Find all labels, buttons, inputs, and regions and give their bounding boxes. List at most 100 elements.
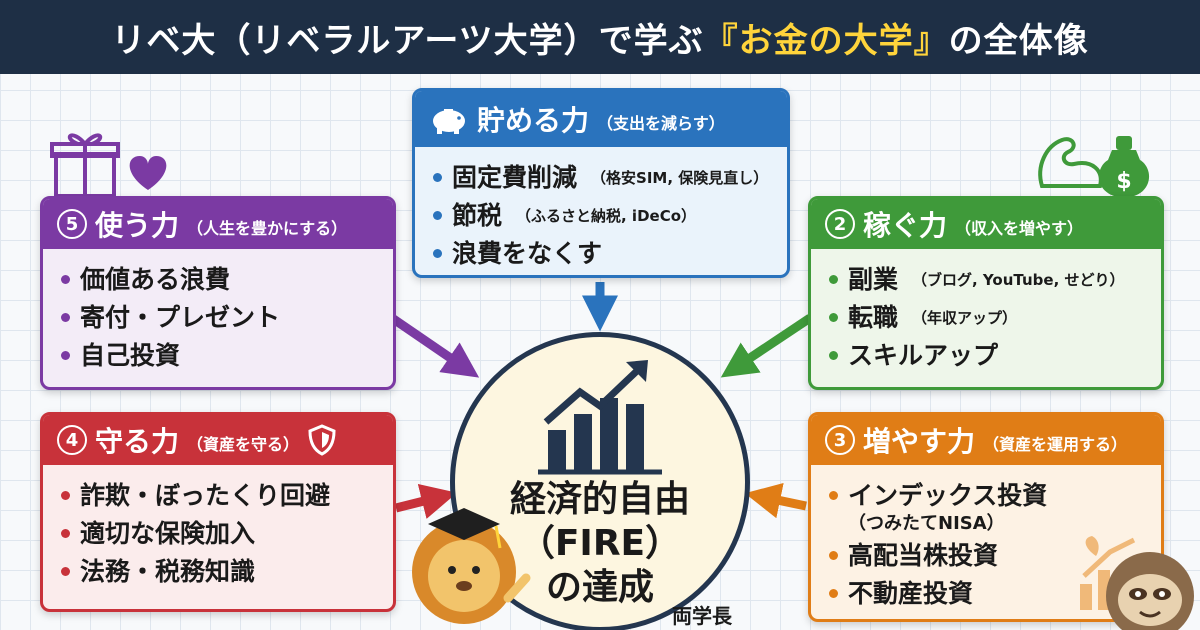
list-item: 副業 （ブログ, YouTube, せどり）	[829, 263, 1143, 297]
card-earn-subtitle: （収入を増やす）	[955, 219, 1084, 238]
list-item: 法務・税務知識	[61, 555, 375, 589]
list-item: 寄付・プレゼント	[61, 301, 375, 335]
list-item: 高配当株投資	[829, 539, 1143, 573]
card-use-subtitle: （人生を豊かにする）	[187, 219, 348, 238]
card-earn-list: 副業 （ブログ, YouTube, せどり） 転職 （年収アップ） スキルアップ	[811, 249, 1161, 387]
card-save-header: 貯める力 （支出を減らす）	[415, 91, 787, 147]
list-item: スキルアップ	[829, 339, 1143, 373]
list-item: 浪費をなくす	[433, 237, 769, 271]
card-grow-list: インデックス投資 （つみたてNISA） 高配当株投資 不動産投資	[811, 465, 1161, 619]
arrow-protect-to-center	[394, 483, 458, 519]
piggy-bank-icon	[433, 109, 465, 134]
card-protect-subtitle: （資産を守る）	[187, 435, 300, 454]
title-bracket-close: 』	[913, 20, 949, 61]
list-item: 固定費削減 （格安SIM, 保険見直し）	[433, 161, 769, 195]
center-line-3: の達成	[545, 567, 654, 608]
bar-chart-icon	[538, 360, 662, 475]
item-main: 自己投資	[80, 341, 181, 370]
item-sub: （格安SIM, 保険見直し）	[591, 169, 769, 187]
card-protect-power: 4 守る力 （資産を守る） 詐欺・ぼったくり回避 適切な保険加入 法務・税務知識	[40, 412, 396, 612]
item-main: 副業	[848, 265, 899, 294]
item-main: 寄付・プレゼント	[80, 303, 281, 332]
item-main: 詐欺・ぼったくり回避	[80, 481, 331, 510]
page-title: リベ大（リベラルアーツ大学）で学ぶ『お金の大学』の全体像	[0, 0, 1200, 74]
card-grow-number: 3	[825, 425, 855, 455]
list-item: 適切な保険加入	[61, 517, 375, 551]
item-main: 節税	[452, 201, 503, 230]
card-protect-title: 守る力	[95, 425, 180, 458]
card-earn-number: 2	[825, 209, 855, 239]
item-main: 転職	[848, 303, 899, 332]
card-use-header: 5 使う力 （人生を豊かにする）	[43, 199, 393, 249]
bullet	[61, 491, 70, 500]
credit-label: 両学長	[672, 604, 732, 628]
money-bag-icon: $	[1098, 136, 1150, 198]
card-grow-header: 3 増やす力 （資産を運用する）	[811, 415, 1161, 465]
item-main: 適切な保険加入	[80, 519, 256, 548]
card-protect-header: 4 守る力 （資産を守る）	[43, 415, 393, 465]
item-sub: （つみたてNISA）	[848, 513, 1005, 534]
bullet	[829, 351, 838, 360]
center-line-1: 経済的自由	[509, 479, 690, 520]
bullet	[829, 491, 838, 500]
bullet	[61, 529, 70, 538]
svg-text:$: $	[1116, 169, 1131, 194]
card-earn-power: 2 稼ぐ力 （収入を増やす） 副業 （ブログ, YouTube, せどり） 転職 （…	[808, 196, 1164, 390]
bullet	[61, 351, 70, 360]
card-grow-title: 増やす力	[863, 425, 976, 458]
heart-icon	[129, 156, 167, 190]
bullet	[61, 275, 70, 284]
item-sub: （ブログ, YouTube, せどり）	[912, 271, 1125, 289]
arrow-grow-to-center	[744, 482, 807, 519]
bullet	[433, 211, 442, 220]
item-main: 不動産投資	[848, 579, 974, 608]
bullet	[829, 589, 838, 598]
card-save-subtitle: （支出を減らす）	[597, 114, 725, 133]
item-main: インデックス投資	[848, 481, 1048, 510]
title-highlight: お金の大学	[738, 20, 914, 61]
card-save-title: 貯める力	[477, 104, 590, 137]
card-earn-header: 2 稼ぐ力 （収入を増やす）	[811, 199, 1161, 249]
card-protect-list: 詐欺・ぼったくり回避 適切な保険加入 法務・税務知識	[43, 465, 393, 603]
card-use-list: 価値ある浪費 寄付・プレゼント 自己投資	[43, 249, 393, 387]
list-item: 価値ある浪費	[61, 263, 375, 297]
muscle-arm-icon	[1038, 137, 1103, 188]
item-main: 価値ある浪費	[80, 265, 231, 294]
list-item: 詐欺・ぼったくり回避	[61, 479, 375, 513]
center-goal-label: 経済的自由 （FIRE） の達成	[470, 478, 730, 610]
list-item: 転職 （年収アップ）	[829, 301, 1143, 335]
bullet	[433, 249, 442, 258]
bullet	[829, 551, 838, 560]
card-protect-number: 4	[57, 425, 87, 455]
card-use-power: 5 使う力 （人生を豊かにする） 価値ある浪費 寄付・プレゼント 自己投資	[40, 196, 396, 390]
lion-mascot	[412, 508, 531, 624]
item-main: スキルアップ	[848, 341, 999, 370]
card-earn-title: 稼ぐ力	[863, 209, 948, 242]
bullet	[829, 275, 838, 284]
title-suffix: の全体像	[948, 20, 1089, 61]
list-item: インデックス投資 （つみたてNISA）	[829, 479, 1143, 535]
card-grow-subtitle: （資産を運用する）	[983, 435, 1128, 454]
title-bracket-open: 『	[703, 20, 739, 61]
item-main: 法務・税務知識	[80, 557, 256, 586]
item-main: 浪費をなくす	[452, 239, 603, 268]
arrow-use-to-center	[389, 314, 480, 378]
shield-icon	[308, 424, 336, 456]
list-item: 節税 （ふるさと納税, iDeCo）	[433, 199, 769, 233]
arrow-earn-to-center	[720, 314, 813, 378]
card-save-list: 固定費削減 （格安SIM, 保険見直し） 節税 （ふるさと納税, iDeCo） 浪費…	[415, 147, 787, 275]
item-sub: （年収アップ）	[912, 309, 1018, 327]
item-sub: （ふるさと納税, iDeCo）	[516, 207, 697, 225]
card-use-number: 5	[57, 209, 87, 239]
title-prefix: リベ大（リベラルアーツ大学）で学ぶ	[111, 20, 704, 61]
bullet	[61, 313, 70, 322]
bullet	[61, 567, 70, 576]
center-line-2: （FIRE）	[518, 523, 682, 564]
card-save-power: 貯める力 （支出を減らす） 固定費削減 （格安SIM, 保険見直し） 節税 （ふるさ…	[412, 88, 790, 278]
list-item: 不動産投資	[829, 577, 1143, 611]
item-main: 高配当株投資	[848, 541, 999, 570]
item-main: 固定費削減	[452, 163, 578, 192]
sloth-mascot	[1106, 552, 1194, 630]
